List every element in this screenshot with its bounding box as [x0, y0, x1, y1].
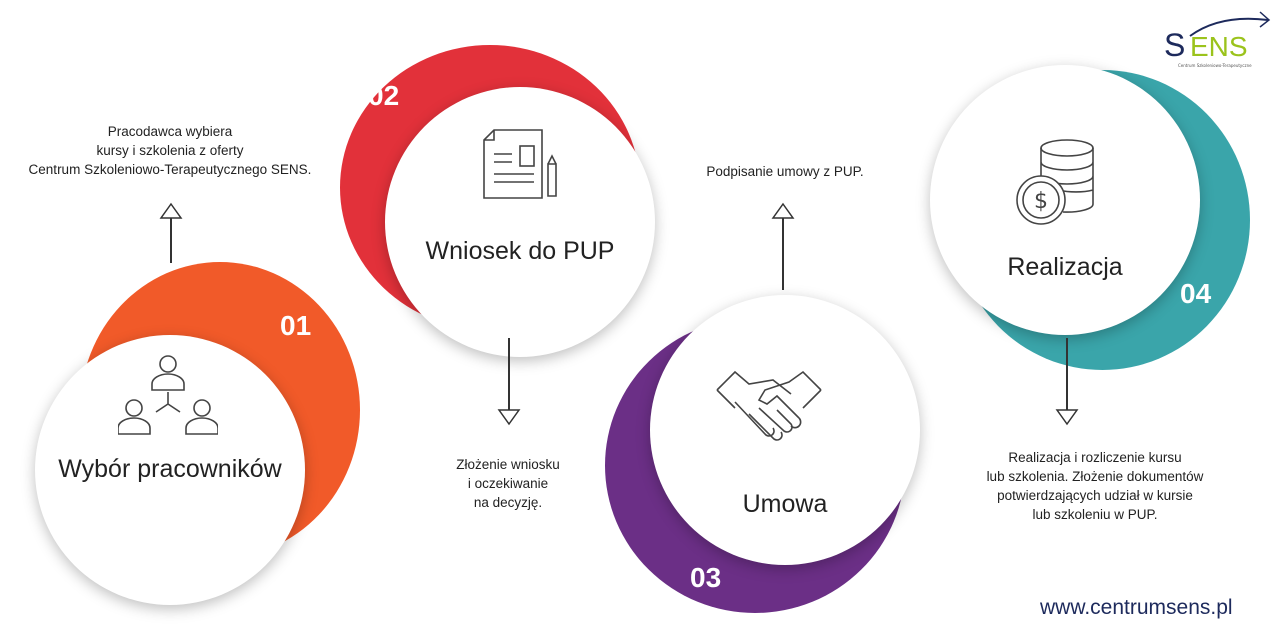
step-4-connector	[1066, 338, 1068, 410]
description-line: lub szkoleniu w PUP.	[1032, 507, 1158, 522]
arrow-up-icon	[159, 202, 183, 219]
step-1-connector	[170, 218, 172, 263]
description-line: Realizacja i rozliczenie kursu	[1008, 450, 1182, 465]
step-3-number: 03	[690, 562, 722, 593]
arrow-down-icon	[1055, 409, 1079, 426]
coins-dollar-icon: $	[1016, 139, 1094, 225]
step-2-connector	[508, 338, 510, 410]
step-4-number: 04	[1180, 278, 1212, 309]
logo-swoosh-icon: S ENS	[1164, 11, 1271, 62]
step-3-connector	[782, 218, 784, 290]
step-3-description: Podpisanie umowy z PUP.	[660, 162, 910, 181]
step-4-title: Realizacja	[1007, 253, 1123, 281]
document-pencil-icon	[483, 129, 557, 199]
step-1-title: Wybór pracowników	[58, 455, 282, 483]
description-line: potwierdzających udział w kursie	[997, 488, 1193, 503]
arrow-up-icon	[771, 202, 795, 219]
step-2-circle	[385, 87, 655, 357]
step-1-number: 01	[280, 310, 312, 341]
step-3-circle	[650, 295, 920, 565]
description-line: na decyzję.	[473, 495, 543, 510]
description-line: kursy i szkolenia z oferty	[96, 143, 244, 158]
description-line: Centrum Szkoleniowo-Terapeutycznego SENS…	[28, 162, 312, 177]
svg-text:ENS: ENS	[1190, 31, 1248, 62]
step-2-description: Złożenie wniosku i oczekiwanie na decyzj…	[408, 455, 608, 512]
handshake-icon	[716, 370, 822, 441]
people-network-icon	[118, 355, 218, 435]
arrow-down-icon	[497, 409, 521, 426]
website-link[interactable]: www.centrumsens.pl	[1040, 596, 1233, 619]
step-1-description: Pracodawca wybiera kursy i szkolenia z o…	[0, 122, 340, 179]
step-3-title: Umowa	[742, 490, 828, 518]
logo: S ENS Centrum Szkoleniowo-Terapeutyczne	[1160, 6, 1275, 68]
step-1-circle	[35, 335, 305, 605]
logo-subtitle: Centrum Szkoleniowo-Terapeutyczne	[1178, 63, 1252, 68]
step-2-title: Wniosek do PUP	[425, 237, 615, 265]
svg-text:S: S	[1164, 27, 1185, 62]
description-line: lub szkolenia. Złożenie dokumentów	[986, 469, 1204, 484]
description-line: Złożenie wniosku	[456, 457, 560, 472]
step-2-number: 02	[368, 80, 400, 111]
description-line: Pracodawca wybiera	[107, 124, 233, 139]
svg-text:$: $	[1034, 189, 1048, 214]
description-line: Podpisanie umowy z PUP.	[706, 164, 864, 179]
description-line: i oczekiwanie	[467, 476, 549, 491]
step-4-description: Realizacja i rozliczenie kursu lub szkol…	[950, 448, 1240, 524]
